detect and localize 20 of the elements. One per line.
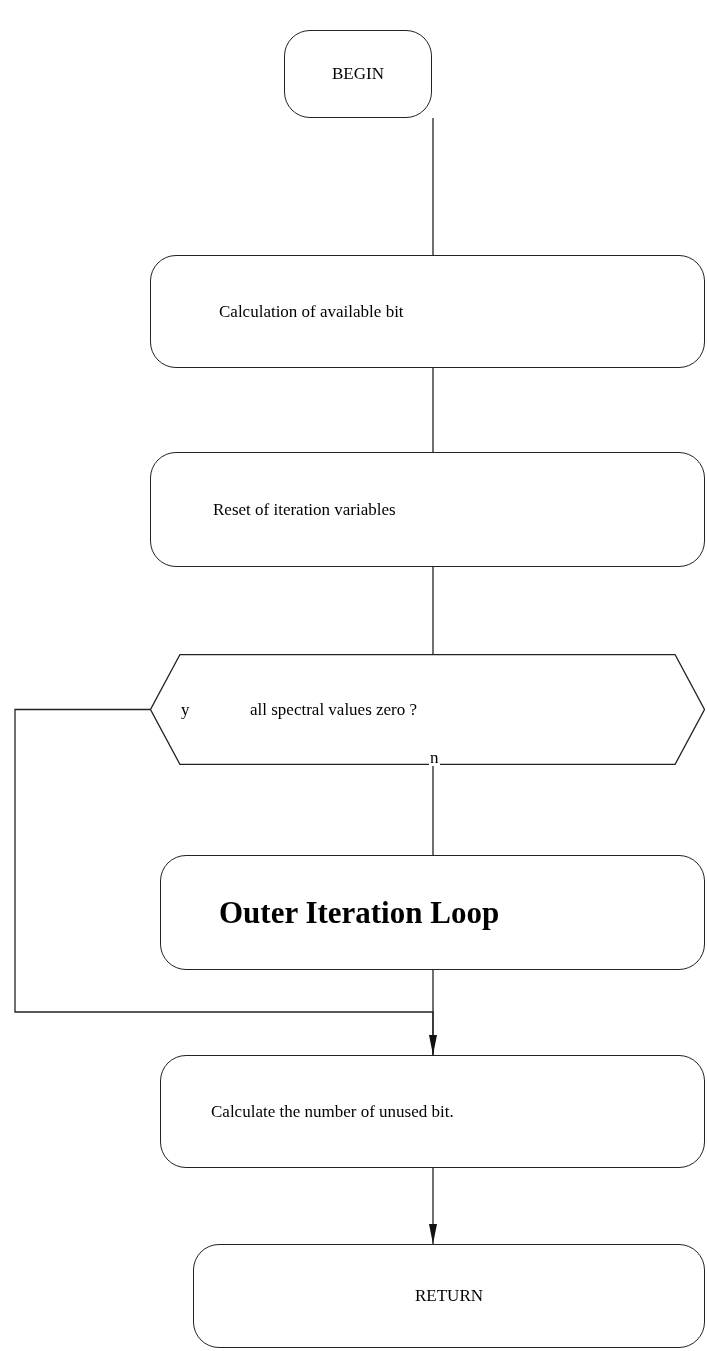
process-box (150, 255, 705, 368)
box-text: RETURN (415, 1286, 483, 1306)
process-box (150, 452, 705, 567)
process-box (160, 855, 705, 970)
box-text: Calculation of available bit (219, 301, 404, 322)
arrow (429, 1167, 437, 1245)
box-text: all spectral values zero ? (250, 699, 418, 720)
process-box (193, 1244, 705, 1348)
box-text: BEGIN (332, 64, 384, 84)
box-text: Calculate the number of unused bit. (211, 1101, 454, 1122)
connector-line (432, 764, 434, 856)
process-box (160, 1055, 705, 1168)
box-text: Reset of iteration variables (213, 499, 396, 520)
connector-line (432, 367, 434, 453)
box-title: Outer Iteration Loop (219, 894, 500, 931)
decision-hexagon (150, 654, 705, 765)
arrow (14, 708, 437, 1056)
process-box (284, 30, 432, 118)
connector-line (432, 117, 434, 256)
connector-line (432, 566, 434, 655)
